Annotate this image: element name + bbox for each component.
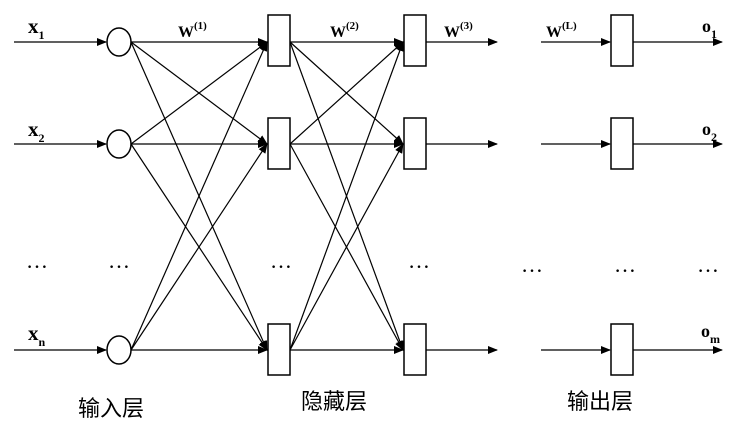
edge-inn-h12	[130, 143, 268, 351]
hidden1-node-2	[267, 117, 291, 170]
output-label-om: om	[701, 321, 720, 346]
connections	[14, 38, 723, 354]
ellipsis-middle-layers: …	[521, 252, 543, 277]
ellipsis-hidden-2: …	[408, 248, 430, 273]
output-label-o2: o2	[702, 119, 717, 144]
hidden2-node-2	[403, 117, 427, 170]
output-node-1	[610, 14, 634, 67]
edge-h1n-h22	[289, 143, 404, 351]
input-label-x1: x1	[28, 14, 45, 42]
hidden-layer-2-nodes	[403, 14, 427, 376]
input-node-2	[106, 129, 132, 159]
edge-h12-h21	[289, 41, 404, 145]
ellipsis-outputs: …	[697, 252, 719, 277]
hidden2-node-n	[403, 323, 427, 376]
input-layer-nodes	[106, 27, 132, 365]
hidden1-node-1	[267, 14, 291, 67]
ellipsis-inputs: …	[26, 248, 48, 273]
input-layer-caption: 输入层	[78, 397, 144, 422]
edge-in2-h11	[130, 41, 268, 145]
weight-label-wl: W(L)	[546, 20, 577, 41]
weight-label-w2: W(2)	[330, 20, 359, 41]
output-node-2	[610, 117, 634, 170]
edge-inn-h11	[130, 41, 268, 351]
edge-h1n-h21	[289, 41, 404, 351]
output-label-o1: o1	[702, 16, 717, 41]
ellipsis-input-layer: …	[108, 248, 130, 273]
input-node-1	[106, 27, 132, 57]
ellipsis-hidden-1: …	[270, 248, 292, 273]
output-node-m	[610, 323, 634, 376]
hidden-layer-caption: 隐藏层	[301, 390, 367, 415]
output-layer-caption: 输出层	[567, 390, 633, 415]
input-node-n	[106, 335, 132, 365]
input-label-xn: xn	[28, 321, 46, 349]
input-label-x2: x2	[28, 117, 45, 145]
weight-label-w3: W(3)	[444, 20, 473, 41]
hidden2-node-1	[403, 14, 427, 67]
ellipsis-output-layer: …	[614, 252, 636, 277]
weight-label-w1: W(1)	[178, 20, 207, 41]
hidden-layer-1-nodes	[267, 14, 291, 376]
hidden1-node-n	[267, 323, 291, 376]
output-layer-nodes	[610, 14, 634, 376]
